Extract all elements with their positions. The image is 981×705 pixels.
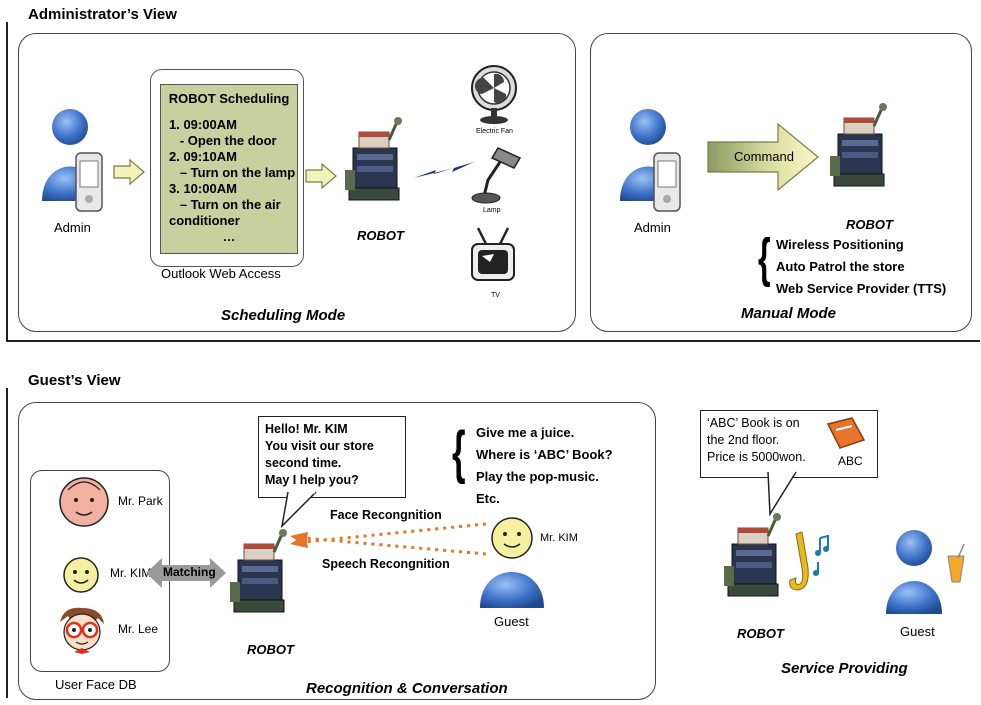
electric-fan-icon	[471, 65, 517, 124]
service-guest-person-icon	[886, 530, 965, 614]
mr-park-label: Mr. Park	[118, 494, 163, 508]
robot-label: ROBOT	[357, 228, 404, 243]
lamp-icon	[471, 147, 522, 204]
mr-kim-db-label: Mr. KIM	[110, 566, 152, 580]
speech-recognition-arrow	[290, 532, 487, 556]
admin-person-icon	[42, 109, 103, 212]
service-caption: Service Providing	[781, 660, 908, 677]
scheduling-mode-caption: Scheduling Mode	[221, 307, 346, 324]
command-label: Command	[734, 149, 794, 164]
manual-robot-label: ROBOT	[846, 217, 893, 232]
mr-lee-face-icon	[60, 607, 104, 654]
guest-request-list: Give me a juice. Where is ‘ABC’ Book? Play…	[476, 422, 613, 510]
schedule-line: …	[222, 229, 236, 244]
service-guest-label: Guest	[900, 624, 935, 639]
guest-label: Guest	[494, 614, 529, 629]
speech-bubble-tail	[280, 491, 317, 529]
robot-speech-line: May I help you?	[265, 473, 359, 487]
robot-icon	[343, 115, 404, 202]
guest-request-item: Where is ‘ABC’ Book?	[476, 447, 613, 462]
guest-request-item: Etc.	[476, 491, 500, 506]
mr-park-face-icon	[59, 477, 109, 527]
schedule-line: conditioner	[169, 213, 240, 228]
schedule-line: 2. 09:10AM	[169, 149, 237, 164]
requests-brace: {	[452, 420, 466, 485]
matching-label: Matching	[163, 565, 216, 579]
owa-label: Outlook Web Access	[161, 266, 281, 281]
features-brace: {	[758, 228, 771, 288]
service-speech-lines: ‘ABC’ Book is on the 2nd floor. Price is 5…	[707, 415, 877, 466]
recognition-robot-icon	[228, 527, 289, 614]
schedule-line: - Open the door	[169, 133, 277, 148]
schedule-screen: ROBOT Scheduling 1. 09:00AM - Open the d…	[160, 84, 298, 254]
face-recognition-label: Face Recongnition	[330, 508, 442, 522]
guest-request-item: Give me a juice.	[476, 425, 575, 440]
manual-mode-caption: Manual Mode	[741, 305, 837, 322]
schedule-line: – Turn on the air	[169, 197, 281, 212]
schedule-line: 1. 09:00AM	[169, 117, 237, 132]
manual-robot-icon	[828, 101, 889, 188]
mr-kim-db-face-icon	[63, 557, 99, 593]
lamp-label: Lamp	[483, 207, 501, 214]
mr-lee-label: Mr. Lee	[118, 622, 159, 636]
speech-recognition-label: Speech Recongnition	[322, 557, 450, 571]
matching-arrow	[146, 558, 226, 588]
feature-item: Web Service Provider (TTS)	[776, 281, 947, 296]
service-bubble-tail	[767, 471, 797, 517]
admin-view-title: Administrator’s View	[28, 6, 177, 23]
robot-speech-line: You visit our store	[265, 439, 374, 453]
service-robot-label: ROBOT	[737, 626, 784, 641]
guest-face-label: Mr. KIM	[540, 532, 578, 544]
wireless-bolt-icon	[414, 162, 474, 178]
robot-speech-line: Hello! Mr. KIM	[265, 422, 348, 436]
guest-view-frame	[6, 388, 980, 698]
book-icon	[826, 417, 866, 449]
service-speech-line: the 2nd floor.	[707, 433, 780, 447]
robot-speech-line: second time.	[265, 456, 342, 470]
schedule-line: – Turn on the lamp	[169, 165, 296, 180]
recognition-caption: Recognition & Conversation	[306, 680, 508, 697]
robot-speech-bubble: Hello! Mr. KIM You visit our store second …	[258, 416, 406, 498]
manual-admin-label: Admin	[634, 220, 671, 235]
admin-label: Admin	[54, 220, 91, 235]
service-speech-line: ‘ABC’ Book is on	[707, 416, 800, 430]
feature-item: Wireless Positioning	[776, 237, 904, 252]
command-arrow	[707, 122, 819, 192]
feature-item: Auto Patrol the store	[776, 259, 905, 274]
guest-person-icon	[480, 517, 544, 608]
manual-admin-person-icon	[620, 109, 681, 212]
book-label: ABC	[838, 454, 863, 468]
arrow-schedule-to-robot	[305, 162, 337, 190]
tv-icon	[471, 227, 515, 281]
recognition-robot-label: ROBOT	[247, 642, 294, 657]
schedule-line: 3. 10:00AM	[169, 181, 237, 196]
service-robot-icon	[722, 511, 783, 598]
saxophone-icon	[789, 531, 829, 591]
admin-view-frame	[6, 22, 980, 342]
electric-fan-label: Electric Fan	[476, 128, 513, 135]
schedule-title: ROBOT Scheduling	[168, 91, 290, 106]
guest-request-item: Play the pop-music.	[476, 469, 599, 484]
service-speech-line: Price is 5000won.	[707, 450, 806, 464]
tv-label: TV	[491, 292, 500, 299]
guest-view-title: Guest’s View	[28, 372, 121, 389]
arrow-admin-to-schedule	[113, 158, 145, 186]
face-db-label: User Face DB	[55, 677, 137, 692]
